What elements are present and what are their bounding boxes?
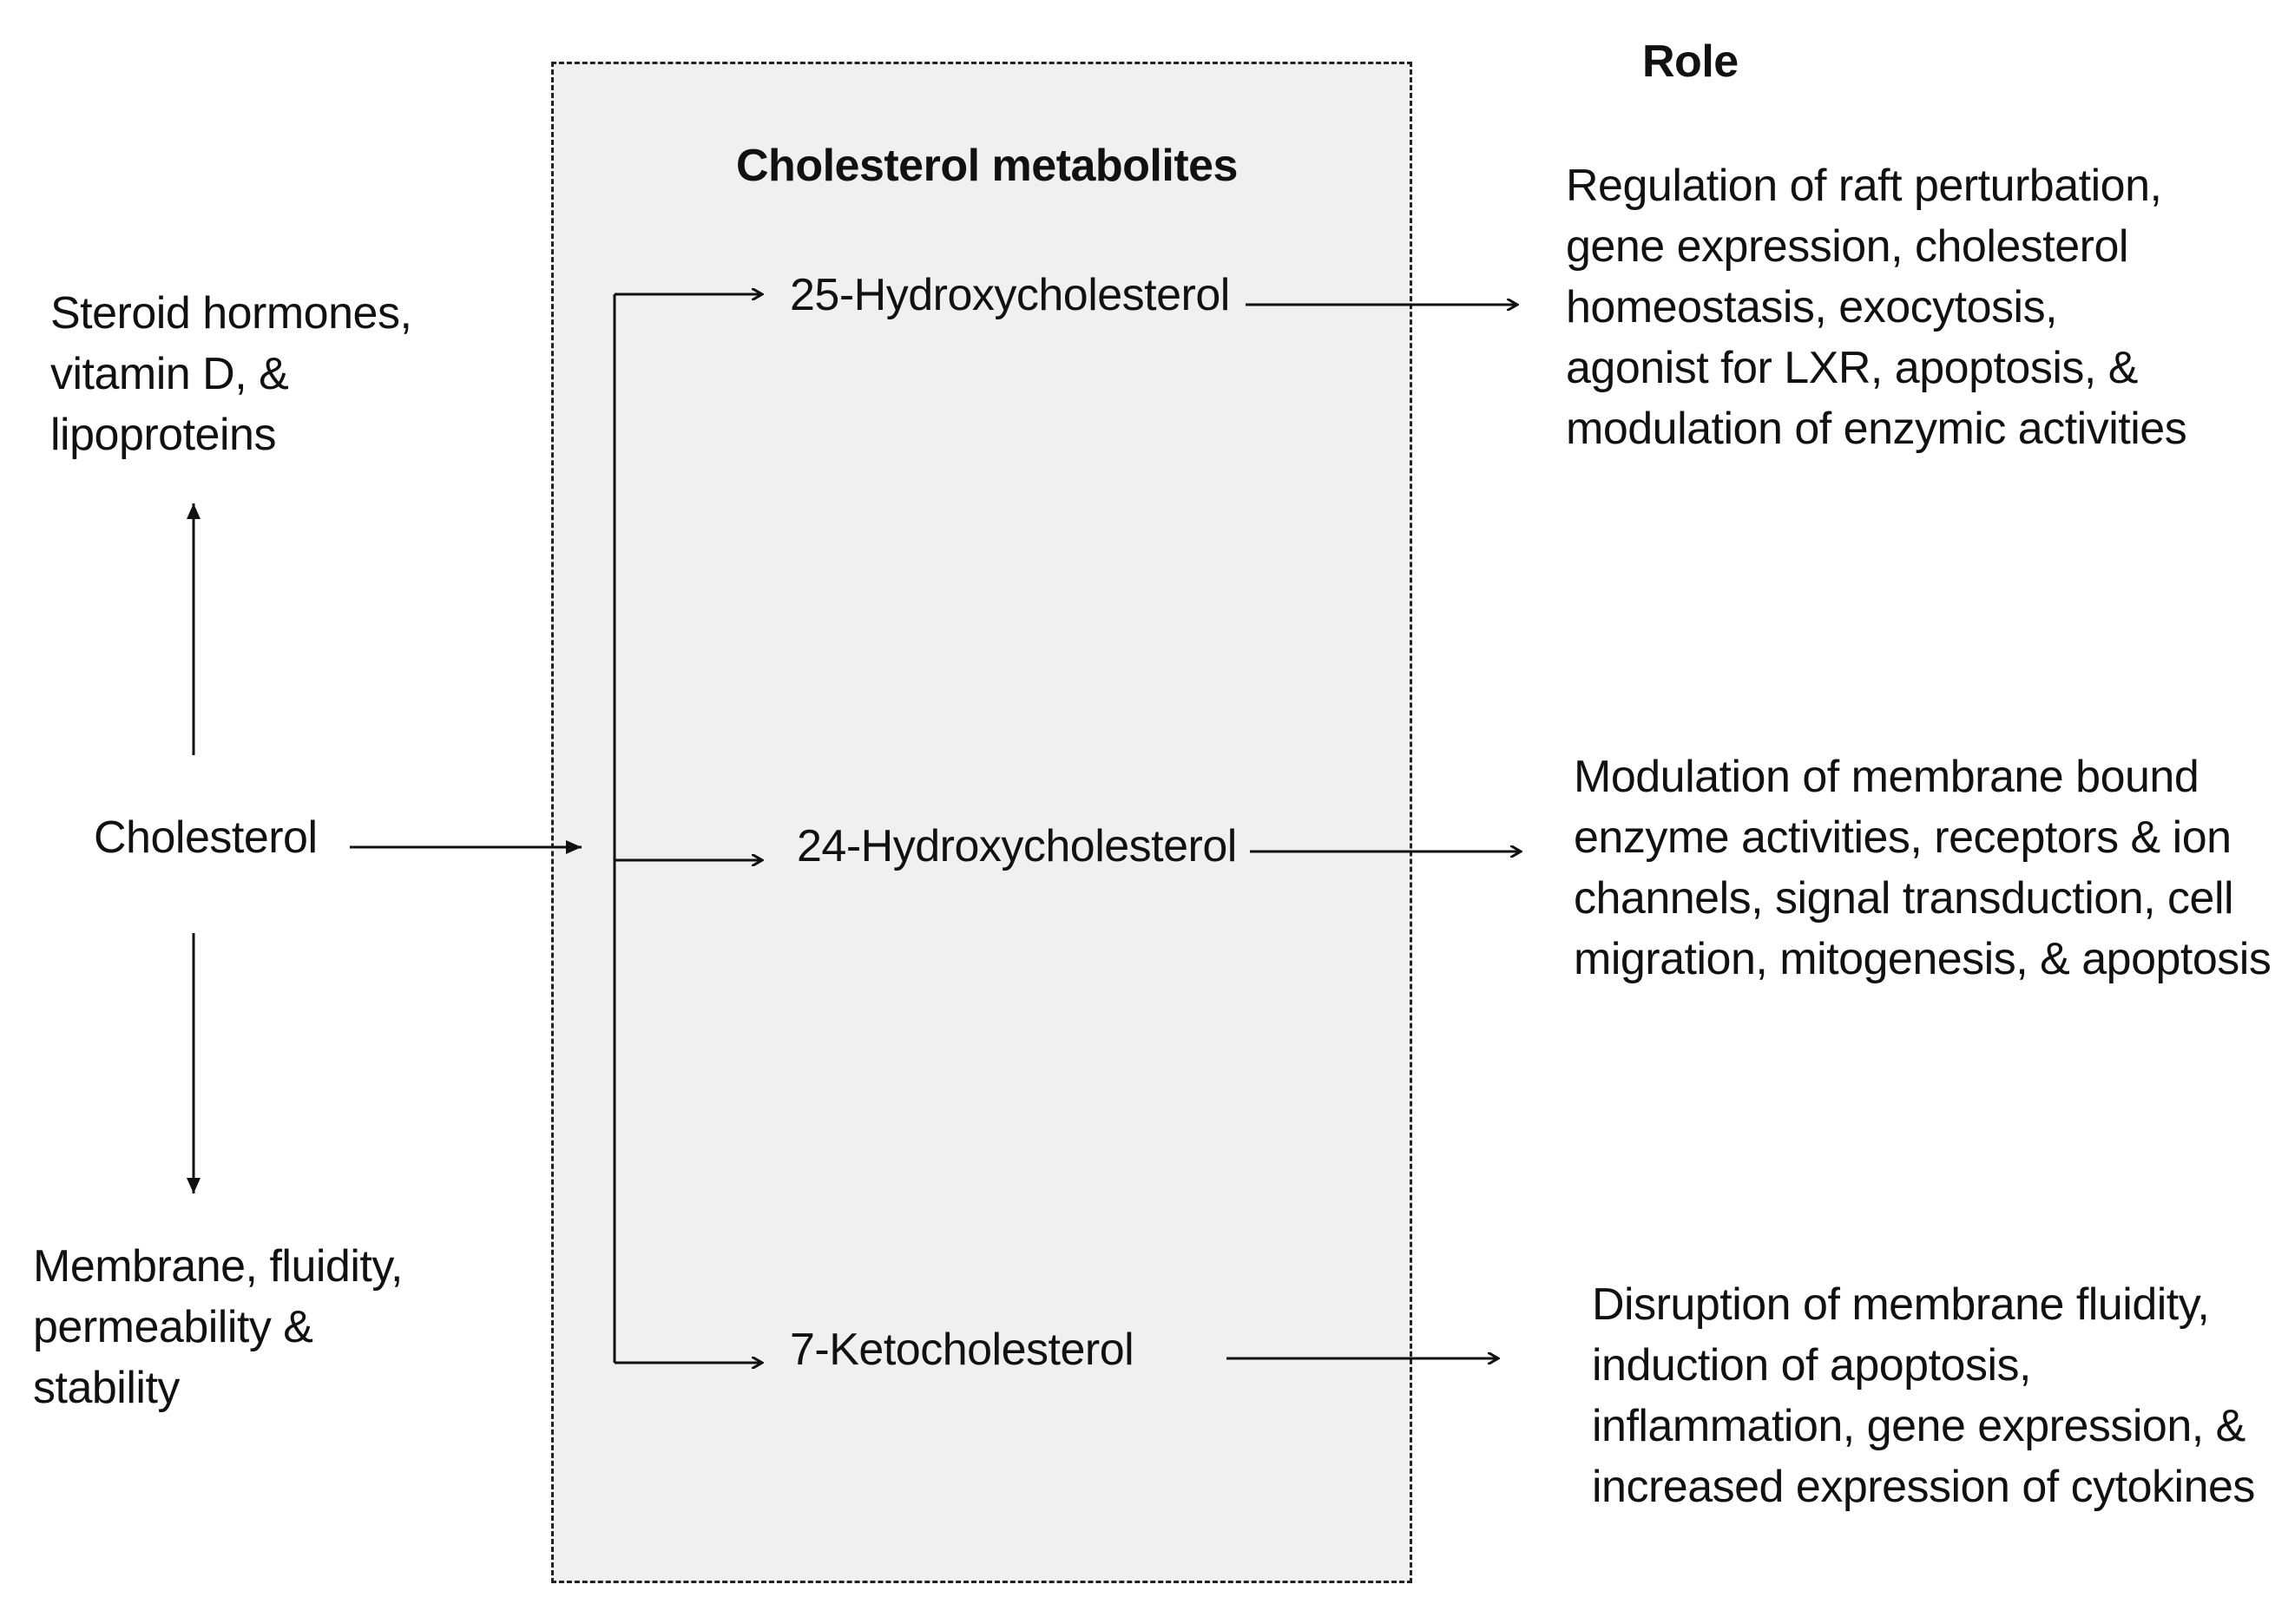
role-line: agonist for LXR, apoptosis, & xyxy=(1566,343,2139,393)
role-line: homeostasis, exocytosis, xyxy=(1566,282,2058,332)
role-25-hydroxycholesterol: Regulation of raft perturbation, gene ex… xyxy=(1566,155,2187,459)
lower-output-line: permeability & xyxy=(33,1302,313,1352)
metabolite-7-ketocholesterol: 7-Ketocholesterol xyxy=(790,1325,1134,1375)
lower-output-text: Membrane, fluidity, permeability & stabi… xyxy=(33,1236,403,1418)
role-line: channels, signal transduction, cell xyxy=(1574,873,2234,924)
role-line: Regulation of raft perturbation, xyxy=(1566,161,2162,211)
lower-output-line: Membrane, fluidity, xyxy=(33,1241,403,1292)
role-line: Disruption of membrane fluidity, xyxy=(1592,1279,2210,1330)
metabolites-box xyxy=(551,62,1412,1583)
role-line: Modulation of membrane bound xyxy=(1574,752,2199,802)
source-label: Cholesterol xyxy=(94,812,318,863)
role-line: enzyme activities, receptors & ion xyxy=(1574,812,2232,863)
role-line: migration, mitogenesis, & apoptosis xyxy=(1574,934,2272,984)
lower-output-line: stability xyxy=(33,1363,180,1413)
role-line: induction of apoptosis, xyxy=(1592,1340,2031,1391)
role-7-ketocholesterol: Disruption of membrane fluidity, inducti… xyxy=(1592,1274,2255,1517)
role-line: inflammation, gene expression, & xyxy=(1592,1401,2245,1451)
role-header: Role xyxy=(1642,36,1739,87)
role-line: modulation of enzymic activities xyxy=(1566,404,2187,454)
role-line: gene expression, cholesterol xyxy=(1566,221,2128,272)
upper-output-line: lipoproteins xyxy=(50,410,276,460)
upper-output-line: Steroid hormones, xyxy=(50,288,412,339)
upper-output-line: vitamin D, & xyxy=(50,349,289,399)
metabolite-25-hydroxycholesterol: 25-Hydroxycholesterol xyxy=(790,270,1230,320)
role-24-hydroxycholesterol: Modulation of membrane bound enzyme acti… xyxy=(1574,746,2272,990)
box-title: Cholesterol metabolites xyxy=(736,141,1238,191)
metabolite-24-hydroxycholesterol: 24-Hydroxycholesterol xyxy=(797,821,1237,871)
role-line: increased expression of cytokines xyxy=(1592,1462,2255,1512)
upper-output-text: Steroid hormones, vitamin D, & lipoprote… xyxy=(50,283,412,465)
